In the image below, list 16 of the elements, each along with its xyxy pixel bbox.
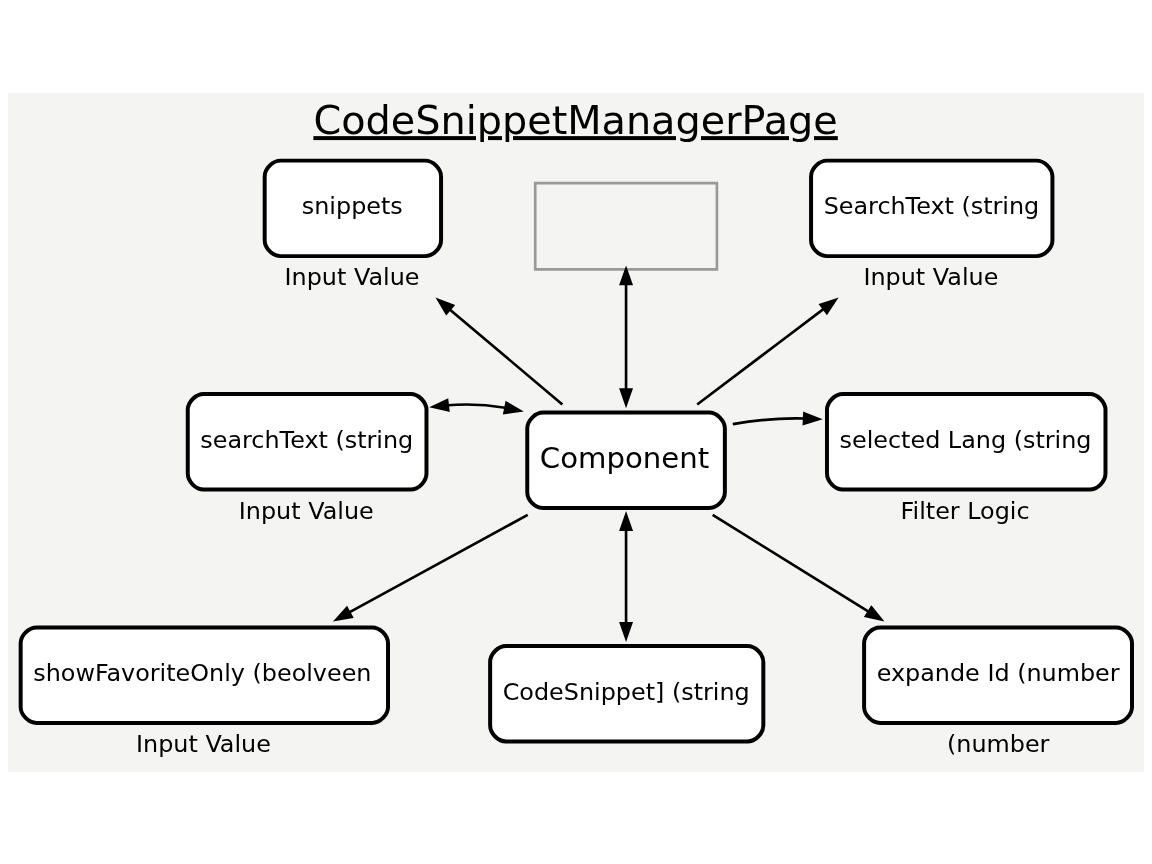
arrow [696,297,839,406]
arrow [429,397,524,414]
arrow [435,296,564,406]
arrow [619,264,634,408]
arrow [732,411,823,425]
node-label: Input Value [136,729,271,758]
arrow [619,510,634,642]
arrow [332,513,529,621]
node-box [533,181,719,271]
arrow [711,513,885,622]
diagram-title: CodeSnippetManagerPage [313,96,838,143]
node-label: Input Value [863,262,999,291]
node-label: Input Value [238,496,374,525]
node-label: Input Value [284,262,420,291]
node-label: Filter Logic [900,496,1030,525]
node-label: (number [947,729,1050,758]
